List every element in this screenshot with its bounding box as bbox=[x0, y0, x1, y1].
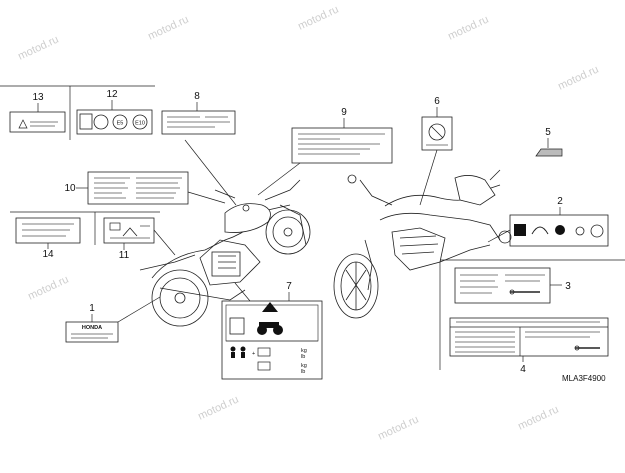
tool-icon bbox=[122, 227, 138, 237]
label-2 bbox=[509, 214, 609, 247]
manual-icon bbox=[514, 224, 526, 236]
luggage-icon bbox=[257, 347, 271, 357]
label-10 bbox=[87, 171, 189, 205]
label-group-7: 7 + kg lb kg lb bbox=[221, 281, 323, 380]
warning-icon bbox=[18, 119, 28, 129]
label-8 bbox=[161, 110, 236, 135]
label-group-1: 1 HONDA bbox=[65, 296, 161, 343]
motorcycle-side-view bbox=[139, 179, 311, 327]
callout-1: 1 bbox=[89, 303, 95, 314]
callout-7: 7 bbox=[286, 281, 292, 292]
rider-icon bbox=[230, 346, 236, 352]
e10-badge bbox=[132, 114, 148, 130]
e5-badge-text: E5 bbox=[117, 121, 124, 127]
no-ethanol-icon bbox=[93, 114, 109, 130]
weight-unit-kg-1: kg bbox=[301, 348, 307, 354]
watermark-text: motod.ru bbox=[556, 63, 600, 92]
motorcycle-icon bbox=[555, 225, 565, 235]
watermark-text: motod.ru bbox=[296, 3, 340, 32]
label-12 bbox=[76, 109, 153, 135]
label-group-10: 10 bbox=[64, 171, 226, 205]
label-group-9: 9 bbox=[257, 107, 393, 196]
no-entry-icon bbox=[428, 123, 446, 141]
watermark-text: motod.ru bbox=[26, 273, 70, 302]
watermark-text: motod.ru bbox=[516, 403, 560, 432]
battery-icon bbox=[109, 222, 121, 231]
e5-badge bbox=[112, 114, 128, 130]
callout-3: 3 bbox=[565, 281, 571, 292]
label-13 bbox=[9, 111, 66, 133]
brand-logo-text: HONDA bbox=[82, 325, 102, 331]
label-7 bbox=[221, 300, 323, 380]
label-group-14-11: 14 11 bbox=[10, 211, 176, 261]
gauge-icon bbox=[575, 226, 585, 236]
label-1 bbox=[65, 321, 119, 343]
luggage-icon bbox=[257, 361, 271, 371]
watermark-text: motod.ru bbox=[196, 393, 240, 422]
watermark-text: motod.ru bbox=[16, 33, 60, 62]
e10-badge-text: E10 bbox=[135, 121, 145, 127]
wheel-icon bbox=[590, 224, 604, 238]
svg-text:+: + bbox=[252, 351, 255, 357]
label-5 bbox=[535, 148, 563, 157]
motorcycle-three-quarter-view bbox=[333, 169, 512, 319]
label-group-5: 5 bbox=[535, 127, 563, 157]
label-3 bbox=[454, 267, 551, 304]
weight-unit-lb-2: lb bbox=[301, 369, 305, 375]
tire-icon bbox=[531, 226, 549, 235]
watermark-text: motod.ru bbox=[146, 13, 190, 42]
label-9 bbox=[291, 127, 393, 164]
watermark-text: motod.ru bbox=[446, 13, 490, 42]
callout-8: 8 bbox=[194, 91, 200, 102]
label-group-3-4: 3 4 MLA3F4900 bbox=[439, 259, 625, 383]
passenger-icon bbox=[240, 346, 246, 352]
weight-unit-lb-1: lb bbox=[301, 354, 305, 360]
diagram-code: MLA3F4900 bbox=[562, 374, 606, 383]
callout-12: 12 bbox=[106, 89, 118, 100]
label-14 bbox=[15, 217, 81, 244]
label-4 bbox=[449, 317, 609, 357]
warning-icon bbox=[262, 302, 278, 312]
label-group-8: 8 bbox=[161, 91, 237, 206]
callout-9: 9 bbox=[341, 107, 347, 118]
callout-4: 4 bbox=[520, 364, 526, 375]
fuel-pump-icon bbox=[79, 113, 93, 130]
label-group-13-12: 13 12 E5 E10 bbox=[0, 85, 155, 140]
manual-icon bbox=[229, 317, 245, 335]
weight-unit-kg-2: kg bbox=[301, 363, 307, 369]
label-group-2: 2 bbox=[487, 196, 609, 247]
callout-14: 14 bbox=[42, 249, 54, 260]
label-11 bbox=[103, 217, 155, 244]
watermark-text: motod.ru bbox=[376, 413, 420, 442]
callout-2: 2 bbox=[557, 196, 563, 207]
callout-13: 13 bbox=[32, 92, 44, 103]
callout-11: 11 bbox=[119, 250, 130, 261]
label-group-6: 6 bbox=[419, 96, 453, 206]
callout-6: 6 bbox=[434, 96, 440, 107]
callout-5: 5 bbox=[545, 127, 551, 138]
callout-10: 10 bbox=[64, 183, 76, 194]
